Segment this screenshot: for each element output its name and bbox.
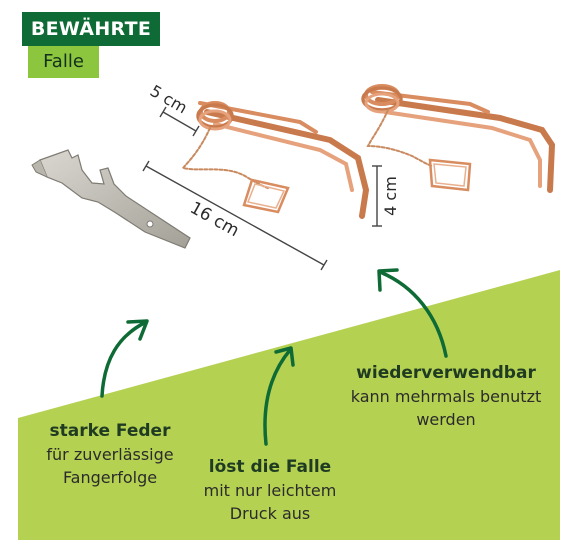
feature-easy-release: löst die Falle mit nur leichtem Druck au… — [190, 456, 350, 525]
brand-badge-subtitle: Falle — [28, 46, 99, 78]
feature-title: wiederverwendbar — [356, 363, 536, 383]
feature-reusable: wiederverwendbar kann mehrmals benutzt w… — [326, 362, 566, 431]
copper-trap-left — [181, 101, 370, 219]
dimension-16cm-line — [142, 160, 328, 271]
dimension-4cm-label: 4 cm — [381, 176, 400, 216]
arrow-feature-2 — [263, 346, 295, 446]
feature-line: kann mehrmals benutzt — [350, 387, 542, 406]
brand-badge-title: BEWÄHRTE — [22, 12, 160, 46]
dimension-5cm-label: 5 cm — [147, 81, 191, 117]
green-background — [18, 270, 560, 540]
feature-line: Druck aus — [229, 504, 311, 523]
feature-line: werden — [416, 410, 476, 429]
feature-line: mit nur leichtem — [203, 481, 337, 500]
feature-line: Fangerfolge — [62, 468, 158, 487]
arrow-feature-1 — [100, 319, 149, 398]
arrow-feature-3 — [377, 268, 448, 358]
feature-strong-spring: starke Feder für zuverlässige Fangerfolg… — [30, 420, 190, 489]
release-tool — [31, 149, 191, 249]
copper-trap-right — [361, 84, 556, 193]
feature-title: löst die Falle — [208, 457, 332, 477]
dimension-5cm-line — [159, 106, 200, 137]
feature-title: starke Feder — [49, 421, 171, 441]
feature-line: für zuverlässige — [46, 445, 174, 464]
dimension-4cm-line — [372, 165, 382, 227]
